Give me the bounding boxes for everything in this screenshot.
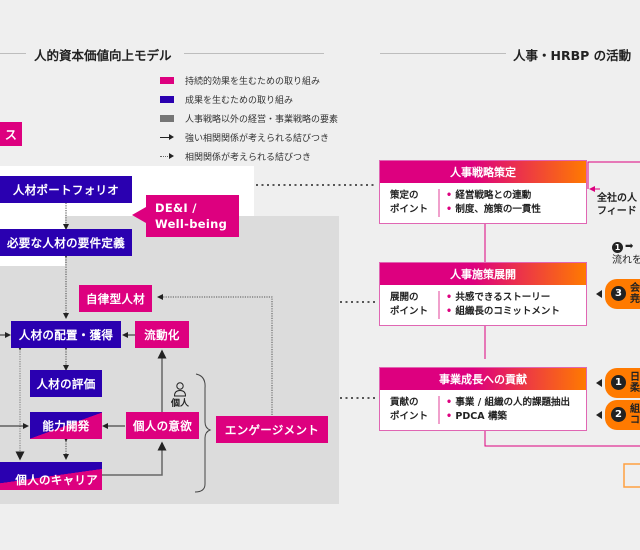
solid-arrow-icon bbox=[160, 134, 174, 141]
dei-line-1: DE&I / bbox=[155, 201, 197, 215]
individual-label: 個人 bbox=[171, 399, 190, 409]
blue-swatch-icon bbox=[160, 96, 174, 103]
engagement-autonomous-link bbox=[157, 294, 273, 415]
flow-note-number-icon: 1 bbox=[612, 242, 623, 253]
person-icon bbox=[173, 381, 187, 397]
activity-point: 組織長のコミットメント bbox=[446, 305, 560, 319]
evaluation-node: 人材の評価 bbox=[30, 370, 102, 397]
activity-point: 共感できるストーリー bbox=[446, 291, 560, 305]
activity-points: 経営戦略との連動 制度、施策の一貫性 bbox=[446, 189, 541, 217]
requirements-node: 必要な人材の要件定義 bbox=[0, 229, 132, 256]
career-label: 個人のキャリア bbox=[15, 473, 98, 487]
badge-text: 日柔 bbox=[630, 372, 640, 394]
badge-number-icon: 2 bbox=[611, 407, 626, 422]
activity-contribution: 事業成長への貢献 貢献の ポイント 事業 / 組織の人的課題抽出 PDCA 構築 bbox=[379, 367, 587, 431]
badge-pointer-icon bbox=[596, 379, 602, 387]
badge-number-icon: 3 bbox=[611, 286, 626, 301]
autonomous-node: 自律型人材 bbox=[79, 285, 152, 312]
left-title-rule-right bbox=[184, 53, 324, 54]
legend: 持続的効果を生むための取り組み 成果を生むための取り組み 人事戦略以外の経営・事… bbox=[160, 71, 338, 166]
feedback-arrow bbox=[587, 161, 640, 189]
dei-line-2: Well-being bbox=[155, 217, 228, 231]
activity-point: 経営戦略との連動 bbox=[446, 189, 541, 203]
badge-number-icon: 1 bbox=[611, 375, 626, 390]
activity-feedback-loop bbox=[484, 430, 640, 447]
pink-swatch-icon bbox=[160, 77, 174, 84]
badge-pointer-icon bbox=[596, 411, 602, 419]
legend-item-results: 成果を生むための取り組み bbox=[160, 90, 338, 109]
legend-item-weak: 相関関係が考えられる結びつき bbox=[160, 147, 338, 166]
dei-arrow-icon bbox=[132, 207, 146, 223]
dotted-arrow-icon bbox=[160, 153, 174, 160]
activity-implementation: 人事施策展開 展開の ポイント 共感できるストーリー 組織長のコミットメント bbox=[379, 262, 587, 326]
left-title-rule-left bbox=[0, 53, 26, 54]
capability-node: 能力開発 bbox=[30, 412, 102, 439]
left-section-title: 人的資本価値向上モデル bbox=[34, 48, 172, 63]
flow-note-arrow: ➡ bbox=[625, 241, 634, 252]
career-motivation-arrow bbox=[102, 441, 167, 476]
activity-label: 貢献の ポイント bbox=[390, 396, 440, 424]
career-node: 個人のキャリア bbox=[0, 462, 102, 490]
legend-label: 成果を生むための取り組み bbox=[185, 96, 294, 106]
dei-node: DE&I / Well-being bbox=[146, 195, 239, 237]
mobility-node: 流動化 bbox=[135, 321, 189, 348]
activity-label: 展開の ポイント bbox=[390, 291, 440, 319]
activity-point: 事業 / 組織の人的課題抽出 bbox=[446, 396, 570, 410]
feedback-text: 全社の人 フィード bbox=[597, 193, 637, 217]
activity-label: 策定の ポイント bbox=[390, 189, 440, 217]
orange-outline-box bbox=[623, 463, 640, 488]
activity-title: 人事施策展開 bbox=[380, 263, 586, 285]
motivation-node: 個人の意欲 bbox=[126, 412, 199, 439]
legend-label: 相関関係が考えられる結びつき bbox=[185, 153, 312, 163]
activity-point: PDCA 構築 bbox=[446, 410, 570, 424]
activity-point: 制度、施策の一貫性 bbox=[446, 203, 541, 217]
activity-points: 共感できるストーリー 組織長のコミットメント bbox=[446, 291, 560, 319]
legend-label: 強い相関関係が考えられる結びつき bbox=[185, 134, 330, 144]
badge-text: 組コ bbox=[630, 404, 640, 426]
engagement-node: エンゲージメント bbox=[216, 416, 328, 443]
top-partial-node: ス bbox=[0, 122, 22, 146]
right-title-rule bbox=[380, 53, 506, 54]
activity-title: 事業成長への貢献 bbox=[380, 368, 586, 390]
legend-item-other: 人事戦略以外の経営・事業戦略の要素 bbox=[160, 109, 338, 128]
legend-label: 持続的効果を生むための取り組み bbox=[185, 77, 321, 87]
activity-strategy: 人事戦略策定 策定の ポイント 経営戦略との連動 制度、施策の一貫性 bbox=[379, 160, 587, 224]
legend-item-sustained: 持続的効果を生むための取り組み bbox=[160, 71, 338, 90]
flow-note-text: 流れを bbox=[612, 255, 640, 266]
gray-swatch-icon bbox=[160, 115, 174, 122]
badge-pointer-icon bbox=[596, 290, 602, 298]
portfolio-node: 人材ポートフォリオ bbox=[0, 176, 132, 203]
legend-label: 人事戦略以外の経営・事業戦略の要素 bbox=[185, 115, 339, 125]
legend-item-strong: 強い相関関係が考えられる結びつき bbox=[160, 128, 338, 147]
placement-node: 人材の配置・獲得 bbox=[11, 321, 121, 348]
activity-points: 事業 / 組織の人的課題抽出 PDCA 構築 bbox=[446, 396, 570, 424]
right-section-title: 人事・HRBP の活動 bbox=[513, 48, 632, 63]
badge-text: 会尭 bbox=[630, 283, 640, 305]
activity-title: 人事戦略策定 bbox=[380, 161, 586, 183]
individual-brace bbox=[194, 373, 212, 493]
